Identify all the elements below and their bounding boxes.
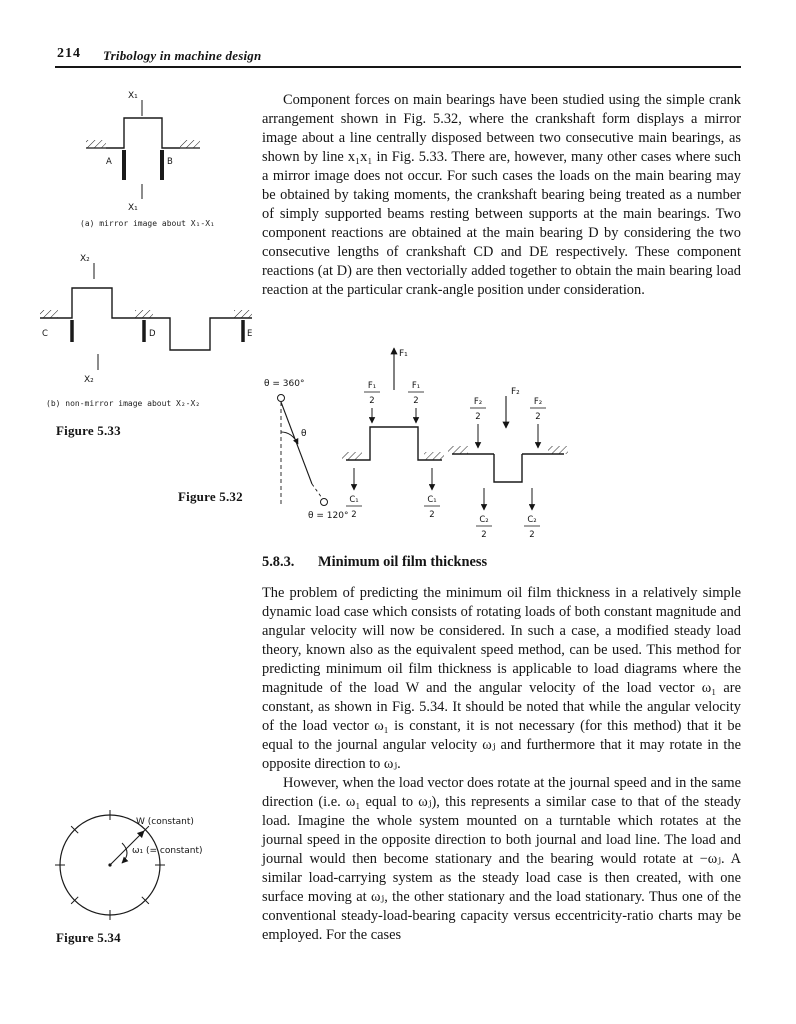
x2-axis-label-bottom: X₂ [84,375,94,385]
section-heading: 5.8.3. Minimum oil film thickness [262,554,487,571]
c2-half-right-denominator: 2 [529,530,534,540]
support-hatch-left [86,140,106,148]
header-rule [55,66,741,68]
c2-half-left-denominator: 2 [481,530,486,540]
f2-half-left-denominator: 2 [475,412,480,422]
support-b-label: B [167,157,173,167]
figure-532-diagram: θ = 360° θ θ = 120° F₁ F₁ 2 [264,347,568,540]
angular-velocity-label: ω₁ (= constant) [132,846,203,856]
paragraph-3: However, when the load vector does rotat… [262,775,741,943]
book-title: Tribology in machine design [103,48,262,63]
support-hatch-c [40,310,58,318]
f1-force-label: F₁ [399,349,408,359]
support-c-label: C [42,329,48,339]
c2-half-right-numerator: C₂ [527,515,536,525]
support-d-label: D [149,329,156,339]
x1-axis-label-bottom: X₁ [128,203,138,213]
support-hatch-e [234,310,252,318]
theta-label: θ [301,429,307,439]
f2-force-label: F₂ [511,387,520,397]
paragraph-1: Component forces on main bearings have b… [262,92,741,298]
figure-534-diagram: W (constant) ω₁ (= constant) [55,810,203,920]
figure-a-crank-diagram: X₁ A B X₁ [86,91,200,213]
theta-120-label: θ = 120° [308,511,348,521]
theta-360-label: θ = 360° [264,379,304,389]
beam1-support-hatch-right [424,452,444,460]
x2-axis-label-top: X₂ [80,254,90,264]
f2-half-right-numerator: F₂ [534,397,542,407]
c1-half-right-denominator: 2 [429,510,434,520]
c1-half-left-numerator: C₁ [349,495,358,505]
figure-b-caption: (b) non-mirror image about X₂-X₂ [46,399,201,408]
f1-half-left-numerator: F₁ [368,381,376,391]
paragraph-2: The problem of predicting the minimum oi… [262,585,741,772]
support-hatch-right [180,140,200,148]
beam2-support-hatch-right [548,446,568,454]
rotation-center-dot [108,863,112,867]
section-title: Minimum oil film thickness [318,554,488,570]
beam1-support-hatch-left [342,452,362,460]
support-a-label: A [106,157,112,167]
beam2-support-hatch-left [448,446,468,454]
x1-axis-label-top: X₁ [128,91,138,101]
c1-half-left-denominator: 2 [351,510,356,520]
section-number: 5.8.3. [262,554,295,570]
figure-a-caption: (a) mirror image about X₁-X₁ [80,219,215,228]
f1-half-right-numerator: F₁ [412,381,420,391]
f1-half-right-denominator: 2 [413,396,418,406]
figure-533-label: Figure 5.33 [56,423,121,438]
f2-half-right-denominator: 2 [535,412,540,422]
figure-532-label: Figure 5.32 [178,489,243,504]
f1-half-left-denominator: 2 [369,396,374,406]
figure-534-label: Figure 5.34 [56,930,121,945]
figure-b-crankshaft-diagram: X₂ C D E X₂ [40,254,252,385]
page-number: 214 [57,46,81,61]
support-e-label: E [247,329,252,339]
c1-half-right-numerator: C₁ [427,495,436,505]
support-hatch-d [135,310,153,318]
load-vector-label: W (constant) [136,817,194,827]
f2-half-left-numerator: F₂ [474,397,482,407]
c2-half-left-numerator: C₂ [479,515,488,525]
